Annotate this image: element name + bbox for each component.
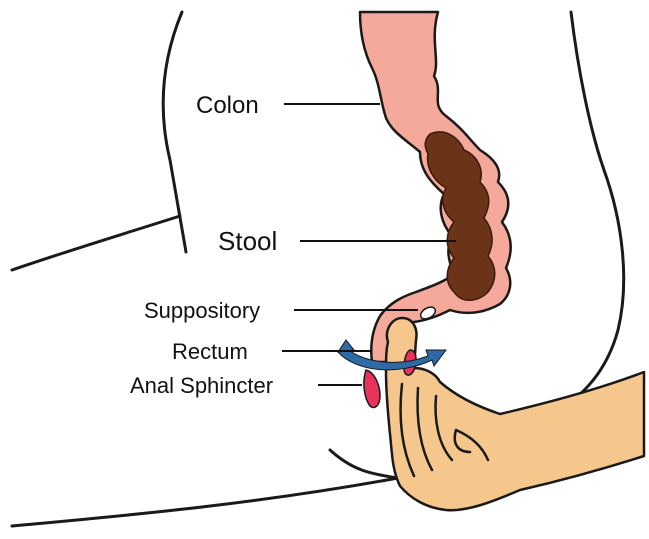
waist-contour	[12, 216, 180, 270]
colon-label: Colon	[196, 92, 259, 119]
hand-shape	[386, 318, 644, 510]
rectum-label: Rectum	[172, 339, 248, 364]
lower-contour	[12, 478, 398, 526]
back-contour	[163, 12, 186, 252]
thigh-contour	[330, 450, 398, 478]
suppository-label: Suppository	[144, 298, 260, 323]
anal-sphincter-label: Anal Sphincter	[130, 373, 273, 398]
stool-label: Stool	[218, 226, 277, 256]
sphincter-left-shape	[364, 370, 380, 408]
buttock-contour	[528, 12, 624, 430]
